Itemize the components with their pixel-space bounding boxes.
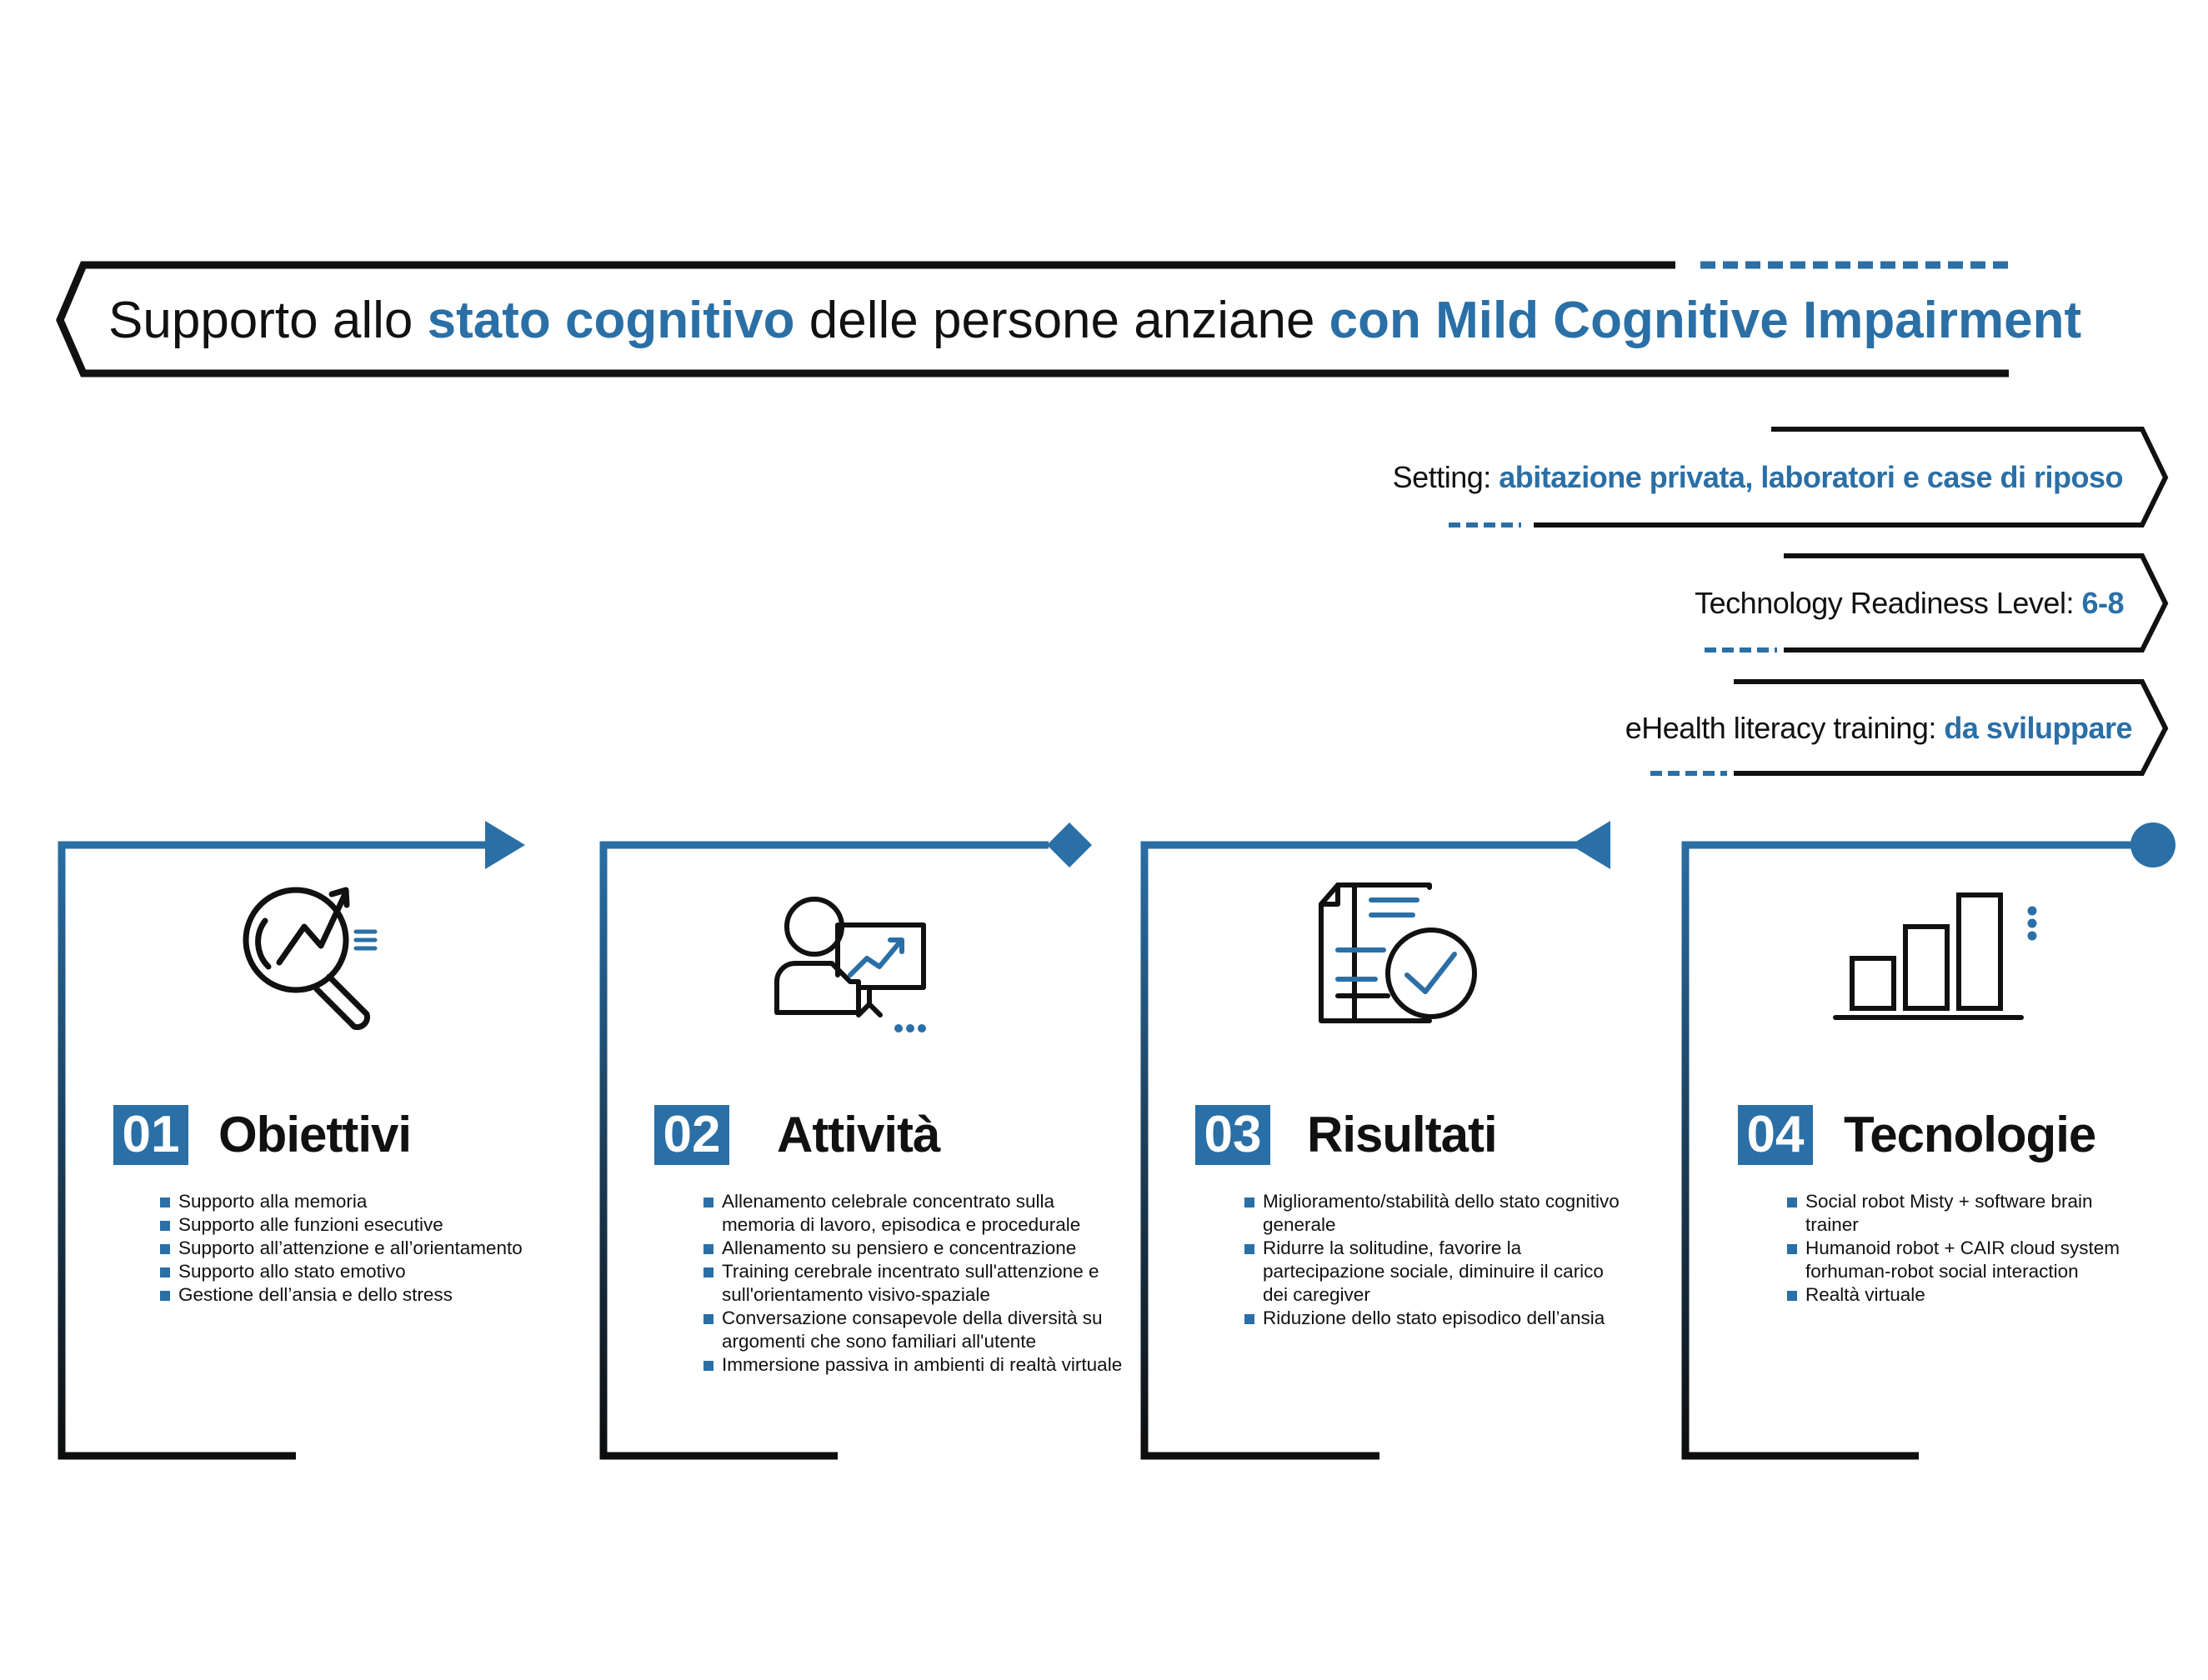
- info-trl-value: 6-8: [2081, 586, 2124, 620]
- page-title: Supporto allo stato cognitivo delle pers…: [108, 288, 2081, 354]
- diamond-marker: [1047, 822, 1092, 868]
- info-setting: Setting: abitazione privata, laboratori …: [1392, 458, 2124, 498]
- list-item: Riduzione dello stato episodico dell’ans…: [1244, 1307, 1620, 1330]
- title-highlight-2: con Mild Cognitive Impairment: [1329, 292, 2082, 349]
- list-item: Ridurre la solitudine, favorire la parte…: [1244, 1237, 1620, 1307]
- card-title-obiettivi: Obiettivi: [218, 1107, 412, 1162]
- card-frame-tecnologie: [1681, 822, 2175, 1460]
- info-ehealth: eHealth literacy training: da sviluppare: [1625, 708, 2133, 748]
- list-item: Miglioramento/stabilità dello stato cogn…: [1244, 1190, 1620, 1237]
- list-item: Immersione passiva in ambienti di realtà…: [703, 1353, 1124, 1377]
- presenter-chart-icon: [774, 897, 926, 1032]
- card-frame-obiettivi: [58, 821, 533, 1460]
- triangle-marker: [1570, 821, 1610, 869]
- arrow-head-marker: [485, 821, 525, 869]
- document-check-icon: [1319, 882, 1477, 1023]
- magnifier-chart-icon: [243, 887, 378, 1030]
- info-trl-label: Technology Readiness Level:: [1695, 586, 2082, 620]
- card-frame-risultati: [1140, 821, 1621, 1460]
- list-item: Supporto alle funzioni esecutive: [160, 1213, 552, 1237]
- card-title-tecnologie: Tecnologie: [1844, 1107, 2096, 1162]
- info-ehealth-label: eHealth literacy training:: [1625, 711, 1945, 745]
- info-pill-ehealth-frame: [1650, 679, 2169, 776]
- list-item: Allenamento su pensiero e concentrazione: [703, 1237, 1124, 1260]
- info-pill-trl-frame: [1705, 553, 2169, 652]
- list-item: Supporto all’attenzione e all’orientamen…: [160, 1237, 552, 1260]
- title-banner-frame: [56, 261, 2009, 378]
- dot-marker: [2130, 822, 2175, 868]
- card-number-02: 02: [654, 1105, 729, 1165]
- list-item: Humanoid robot + CAIR cloud system forhu…: [1787, 1237, 2145, 1283]
- list-item: Conversazione consapevole della diversit…: [703, 1307, 1124, 1353]
- title-part-1: Supporto allo: [108, 292, 428, 349]
- card-title-risultati: Risultati: [1307, 1107, 1498, 1162]
- list-item: Gestione dell’ansia e dello stress: [160, 1283, 552, 1307]
- card-number-01: 01: [113, 1105, 188, 1165]
- list-item: Supporto alla memoria: [160, 1190, 552, 1213]
- list-item: Supporto allo stato emotivo: [160, 1260, 552, 1283]
- info-setting-value: abitazione privata, laboratori e case di…: [1499, 460, 2123, 494]
- card-number-04: 04: [1738, 1105, 1813, 1165]
- list-item: Social robot Misty + software brain trai…: [1787, 1190, 2145, 1237]
- list-item: Allenamento celebrale concentrato sulla …: [703, 1190, 1124, 1237]
- bar-chart-icon: [1833, 892, 2037, 1020]
- card-title-attivita: Attività: [777, 1107, 940, 1162]
- card-frame-attivita: [599, 822, 1092, 1460]
- title-highlight-1: stato cognitivo: [427, 292, 795, 349]
- card-number-03: 03: [1195, 1105, 1270, 1165]
- card-list-obiettivi: Supporto alla memoria Supporto alle funz…: [160, 1190, 552, 1307]
- list-item: Realtà virtuale: [1787, 1283, 2145, 1307]
- list-item: Training cerebrale incentrato sull'atten…: [703, 1260, 1124, 1307]
- title-part-3: delle persone anziane: [794, 292, 1329, 349]
- card-list-tecnologie: Social robot Misty + software brain trai…: [1787, 1190, 2145, 1307]
- card-list-attivita: Allenamento celebrale concentrato sulla …: [703, 1190, 1124, 1377]
- info-trl: Technology Readiness Level: 6-8: [1695, 583, 2124, 623]
- info-ehealth-value: da sviluppare: [1944, 711, 2132, 745]
- info-setting-label: Setting:: [1392, 460, 1500, 494]
- card-list-risultati: Miglioramento/stabilità dello stato cogn…: [1244, 1190, 1620, 1330]
- info-pill-setting-frame: [1449, 427, 2169, 528]
